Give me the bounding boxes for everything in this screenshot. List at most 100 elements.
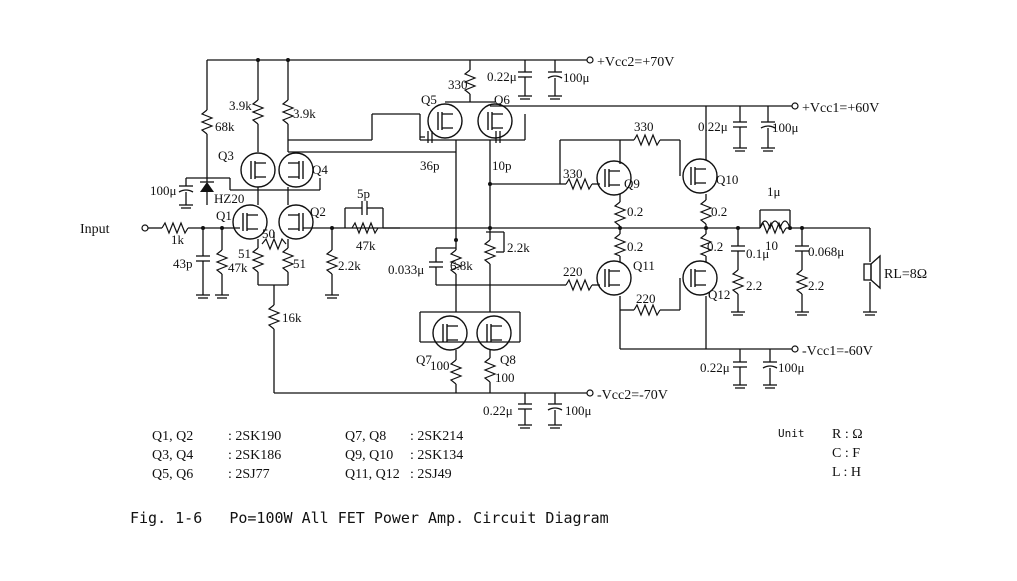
vcc2-pos-label: +Vcc2=+70V bbox=[597, 55, 674, 70]
units-row-r: R : Ω bbox=[832, 427, 863, 442]
parts-pair-q3q4: Q3, Q4 bbox=[152, 448, 193, 463]
r-10-label: 10 bbox=[765, 238, 778, 253]
q10-transistor bbox=[682, 158, 718, 194]
c-022-r-label: 0.22μ bbox=[698, 119, 728, 134]
top-supply-caps bbox=[518, 60, 563, 100]
q11-transistor bbox=[596, 260, 632, 296]
r-68k-mid-label: 6.8k bbox=[450, 258, 473, 273]
q12-transistor bbox=[682, 260, 718, 296]
parts-pair-q7q8: Q7, Q8 bbox=[345, 429, 386, 444]
parts-pair-q1q2: Q1, Q2 bbox=[152, 429, 193, 444]
parts-type-q3q4: : 2SK186 bbox=[228, 448, 281, 463]
load-resistors bbox=[251, 58, 295, 152]
bottom-mirror-wiring bbox=[419, 311, 521, 393]
r-16k-label: 16k bbox=[282, 310, 302, 325]
top-mirror-wiring bbox=[288, 60, 526, 240]
parts-pair-q5q6: Q5, Q6 bbox=[152, 467, 193, 482]
r-input-gnd-label: 47k bbox=[228, 260, 248, 275]
vcc1-pos-label: +Vcc1=+60V bbox=[802, 101, 879, 116]
output-stage-wiring bbox=[490, 106, 760, 349]
r-100-b-label: 100 bbox=[495, 370, 515, 385]
r-22-a-label: 2.2 bbox=[746, 278, 762, 293]
r-47k-fb-label: 47k bbox=[356, 238, 376, 253]
q9-label: Q9 bbox=[624, 176, 640, 191]
q12-label: Q12 bbox=[708, 287, 730, 302]
c-100u-label: 100μ bbox=[150, 183, 177, 198]
vas-bias-network bbox=[429, 182, 560, 312]
source-network bbox=[251, 232, 295, 393]
q3-transistor bbox=[240, 152, 276, 188]
c-36p-label: 36p bbox=[420, 158, 440, 173]
q6-label: Q6 bbox=[494, 92, 510, 107]
c-0068-label: 0.068μ bbox=[808, 244, 844, 259]
r-220-g12-label: 220 bbox=[636, 291, 656, 306]
vcc2-neg-label: -Vcc2=-70V bbox=[597, 388, 668, 403]
pot-50-label: 50 bbox=[262, 226, 275, 241]
r-22-b-label: 2.2 bbox=[808, 278, 824, 293]
bottom-supply-caps bbox=[518, 393, 563, 429]
q9-transistor bbox=[596, 160, 632, 196]
q4-transistor bbox=[278, 152, 314, 188]
parts-pair-q11q12: Q11, Q12 bbox=[345, 467, 400, 482]
q1-label: Q1 bbox=[216, 208, 232, 223]
right-supply-caps bbox=[733, 106, 778, 389]
units-legend: Unit R : Ω C : F L : H bbox=[778, 427, 863, 480]
parts-pair-q9q10: Q9, Q10 bbox=[345, 448, 393, 463]
load-label: RL=8Ω bbox=[884, 267, 927, 282]
c-input-label: 43p bbox=[173, 256, 193, 271]
r-02-q12-label: 0.2 bbox=[707, 239, 723, 254]
c-100-r-label: 100μ bbox=[772, 120, 799, 135]
input-stage-wiring bbox=[141, 221, 240, 299]
q2-label: Q2 bbox=[310, 204, 326, 219]
q2-transistor bbox=[278, 204, 314, 240]
c-100-bot-label: 100μ bbox=[565, 403, 592, 418]
vcc1-neg-label: -Vcc1=-60V bbox=[802, 344, 873, 359]
feedback-network bbox=[325, 201, 490, 299]
l-1u-label: 1μ bbox=[767, 184, 781, 199]
c-022-bot-label: 0.22μ bbox=[483, 403, 513, 418]
r-330-top-label: 330 bbox=[448, 77, 468, 92]
c-022-rb-label: 0.22μ bbox=[700, 360, 730, 375]
units-title: Unit bbox=[778, 427, 805, 440]
units-row-c: C : F bbox=[832, 446, 860, 461]
r-330-g10-label: 330 bbox=[634, 119, 654, 134]
c-10p-label: 10p bbox=[492, 158, 512, 173]
r-51-b-label: 51 bbox=[293, 256, 306, 271]
r-51-a-label: 51 bbox=[238, 246, 251, 261]
c-0033-label: 0.033μ bbox=[388, 262, 424, 277]
r-02-q10-label: 0.2 bbox=[711, 204, 727, 219]
q1-transistor bbox=[232, 204, 268, 240]
q11-label: Q11 bbox=[633, 258, 655, 273]
q10-label: Q10 bbox=[716, 172, 738, 187]
input-label: Input bbox=[80, 222, 110, 237]
r-220-g11-label: 220 bbox=[563, 264, 583, 279]
units-row-l: L : H bbox=[832, 465, 861, 480]
r-22k-fb-label: 2.2k bbox=[338, 258, 361, 273]
q5-label: Q5 bbox=[421, 92, 437, 107]
q3-label: Q3 bbox=[218, 148, 234, 163]
r-68k-label: 68k bbox=[215, 119, 235, 134]
c-01u-label: 0.1μ bbox=[746, 246, 769, 261]
r-330-g9-label: 330 bbox=[563, 166, 583, 181]
r-input-label: 1k bbox=[171, 232, 185, 247]
r-02-q9-label: 0.2 bbox=[627, 204, 643, 219]
supply-rails bbox=[258, 56, 799, 397]
pot-22k-label: 2.2k bbox=[507, 240, 530, 255]
q8-label: Q8 bbox=[500, 352, 516, 367]
r-39k-a-label: 3.9k bbox=[229, 98, 252, 113]
q8-transistor bbox=[476, 315, 512, 351]
c-022-top-label: 0.22μ bbox=[487, 69, 517, 84]
parts-type-q9q10: : 2SK134 bbox=[410, 448, 463, 463]
speaker-icon bbox=[863, 254, 881, 290]
q7-transistor bbox=[432, 315, 468, 351]
q6-transistor bbox=[477, 103, 513, 139]
r-39k-b-label: 3.9k bbox=[293, 106, 316, 121]
figure-caption: Fig. 1-6 Po=100W All FET Power Amp. Circ… bbox=[130, 509, 609, 527]
parts-type-q11q12: : 2SJ49 bbox=[410, 467, 452, 482]
output-network bbox=[731, 209, 877, 316]
parts-type-q5q6: : 2SJ77 bbox=[228, 467, 270, 482]
r-02-q11-label: 0.2 bbox=[627, 239, 643, 254]
parts-list: Q1, Q2 : 2SK190 Q3, Q4 : 2SK186 Q5, Q6 :… bbox=[152, 429, 463, 482]
parts-type-q1q2: : 2SK190 bbox=[228, 429, 281, 444]
